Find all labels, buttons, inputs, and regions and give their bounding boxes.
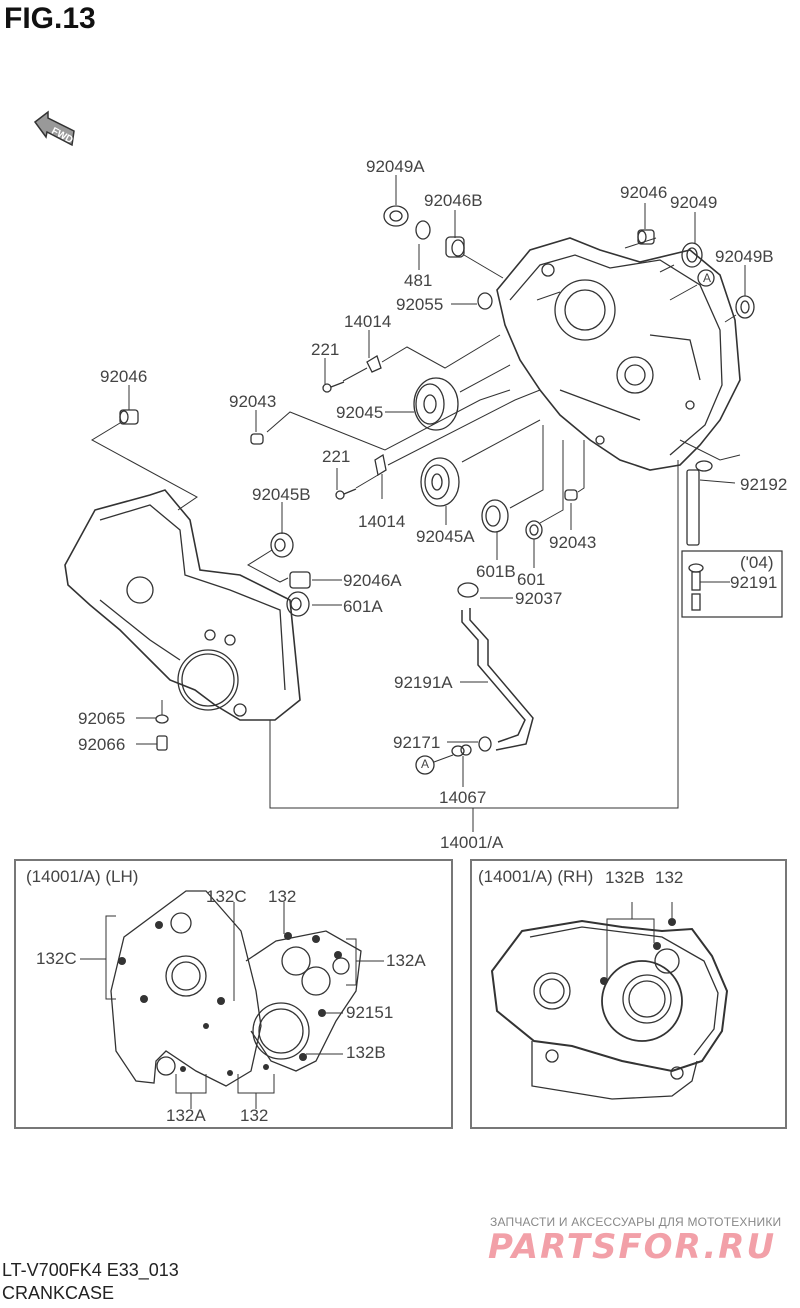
watermark-brand-logo: PARTSFOR.RU (488, 1227, 777, 1267)
callout-04-year: ('04) (740, 553, 774, 572)
inset-rh-title: (14001/A) (RH) (478, 867, 594, 886)
callout-92043-right: 92043 (549, 533, 597, 552)
drain-plug-92066 (156, 735, 168, 751)
inset-lh-title: (14001/A) (LH) (26, 867, 139, 886)
figure-title: FIG.13 (4, 2, 96, 35)
hose-92191A (461, 608, 534, 751)
callout-92046B: 92046B (424, 191, 483, 210)
callout-481: 481 (404, 271, 433, 290)
callout-92037: 92037 (515, 589, 563, 608)
clamp-92171 (478, 736, 492, 752)
reference-a-icon (697, 269, 715, 287)
needle-bearing-92046A (289, 571, 311, 589)
screw-221-bottom (335, 488, 357, 500)
bearing-92045A (420, 457, 460, 507)
callout-92049: 92049 (670, 193, 718, 212)
callout-92046-top: 92046 (620, 183, 668, 202)
crankcase-rh (496, 237, 741, 471)
reference-a-label: A (703, 271, 712, 285)
callout-92045A: 92045A (416, 527, 475, 546)
o-ring-92055 (477, 292, 493, 310)
reference-a-label: A (421, 757, 430, 771)
inset-lh-crankcase: (14001/A) (LH) (14, 859, 453, 1129)
callout-92046-left: 92046 (100, 367, 148, 386)
needle-bearing-92046-left (119, 409, 139, 425)
lh-label-132-top: 132 (268, 887, 297, 906)
leader-lines (90, 175, 746, 832)
callout-14067: 14067 (439, 788, 487, 807)
callout-601B: 601B (476, 562, 516, 581)
bearing-92045B (270, 532, 294, 558)
dowel-pin-92043-left (250, 433, 264, 445)
callout-92045: 92045 (336, 403, 384, 422)
callout-92066: 92066 (78, 735, 126, 754)
dipstick-tube-92192 (686, 460, 713, 546)
rh-crankcase-drawing (490, 902, 729, 1100)
oil-seal-92049A (383, 205, 409, 227)
rh-label-132: 132 (655, 868, 684, 887)
section-name: CRANKCASE (2, 1283, 115, 1303)
lh-label-132B: 132B (346, 1043, 386, 1062)
plate-14014-top (366, 355, 382, 373)
lh-crankcase-drawing (80, 890, 384, 1109)
crankcase-lh (64, 489, 301, 721)
callout-14014-top: 14014 (344, 312, 392, 331)
needle-bearing-92046B (445, 236, 465, 258)
nipple-14067 (451, 744, 472, 757)
model-code: LT-V700FK4 E33_013 (2, 1260, 179, 1280)
plate-14014-bottom (374, 453, 387, 477)
callout-92055: 92055 (396, 295, 444, 314)
clamp-92037 (457, 582, 479, 598)
callout-92191A: 92191A (394, 673, 453, 692)
callout-92049A: 92049A (366, 157, 425, 176)
lh-label-132A-bottom: 132A (166, 1106, 206, 1125)
callout-221-bottom: 221 (322, 447, 351, 466)
callout-92191: 92191 (730, 573, 778, 592)
bearing-601B (481, 499, 509, 533)
lh-label-132A-right: 132A (386, 951, 426, 970)
gasket-92065 (155, 714, 169, 724)
oil-seal-92049 (681, 242, 703, 268)
lh-label-132C-left: 132C (36, 949, 77, 968)
callout-92049B: 92049B (715, 247, 774, 266)
watermark-tagline: ЗАПЧАСТИ И АКСЕССУАРЫ ДЛЯ МОТОТЕХНИКИ (490, 1215, 782, 1229)
fwd-arrow-icon: FWD (33, 110, 75, 147)
callout-221-top: 221 (311, 340, 340, 359)
lh-label-132-bottom: 132 (240, 1106, 269, 1125)
callout-92045B: 92045B (252, 485, 311, 504)
needle-bearing-92046-top (637, 229, 655, 245)
lh-label-132C-top: 132C (206, 887, 247, 906)
reference-a-icon (415, 755, 435, 775)
dipstick-92191 (688, 563, 704, 611)
callout-92171: 92171 (393, 733, 441, 752)
callout-92043-left: 92043 (229, 392, 277, 411)
callout-601: 601 (517, 570, 546, 589)
inset-04-box (681, 550, 783, 618)
oil-seal-92049B (735, 295, 755, 319)
callout-92192: 92192 (740, 475, 788, 494)
callout-92046A: 92046A (343, 571, 402, 590)
callout-92065: 92065 (78, 709, 126, 728)
circlip-481 (415, 220, 431, 240)
lh-label-92151: 92151 (346, 1003, 394, 1022)
bearing-601A (286, 591, 310, 617)
inset-rh-crankcase: (14001/A) (RH) 132B 132 (470, 859, 787, 1129)
callout-601A: 601A (343, 597, 383, 616)
dowel-pin-92043-right (564, 489, 578, 501)
callout-14014-bottom: 14014 (358, 512, 406, 531)
screw-221-top (322, 381, 345, 393)
rh-label-132B: 132B (605, 868, 645, 887)
callout-14001A: 14001/A (440, 833, 504, 852)
bearing-92045 (413, 377, 459, 431)
bearing-601 (525, 520, 543, 540)
